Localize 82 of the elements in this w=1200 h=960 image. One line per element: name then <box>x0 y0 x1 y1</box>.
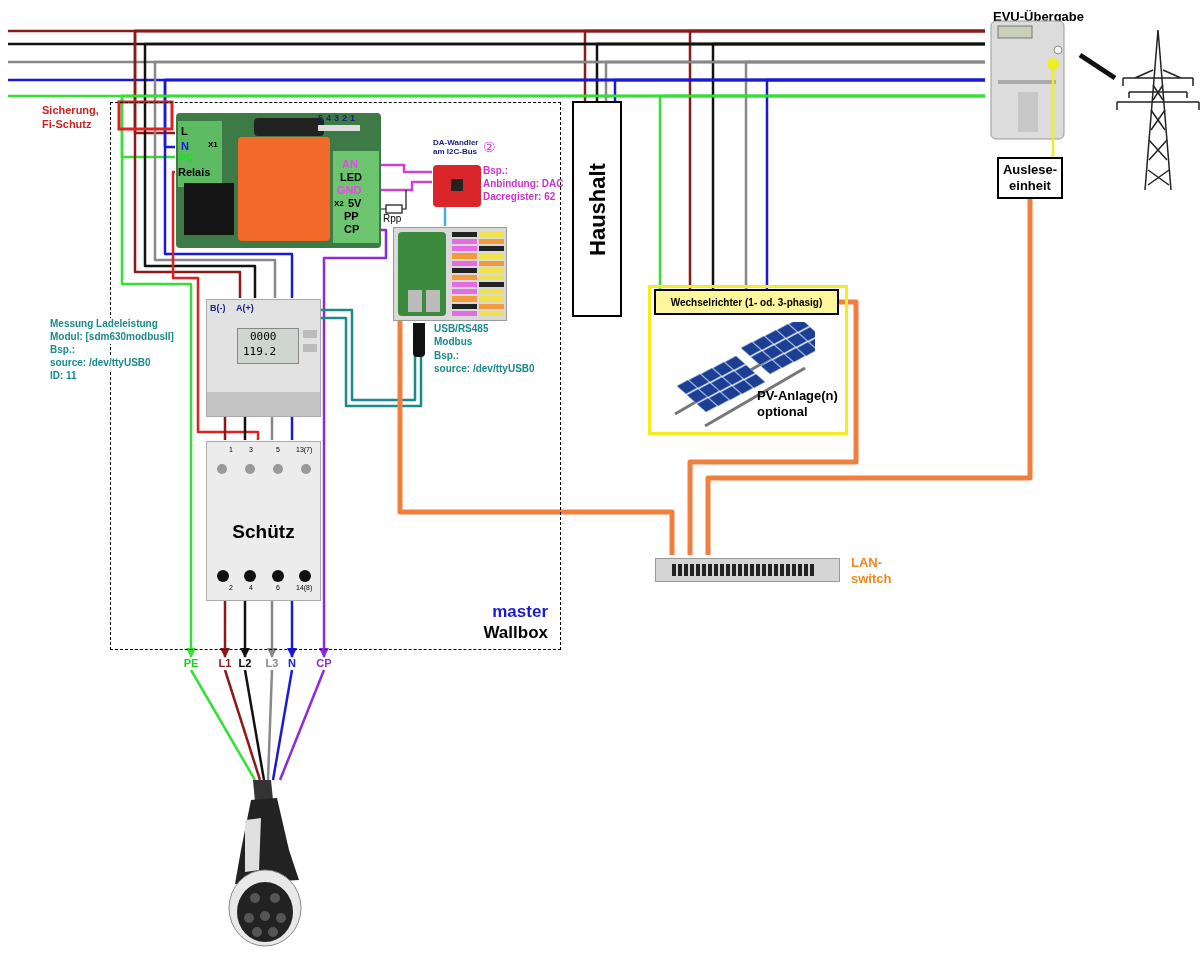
wire <box>380 163 432 174</box>
note-text: Anbindung: DAC <box>483 178 564 191</box>
cable <box>397 320 675 555</box>
wire <box>240 600 250 658</box>
terminal-label: L3 <box>263 657 281 670</box>
terminal-label: CP <box>314 657 334 670</box>
terminal-label: L1 <box>216 657 234 670</box>
connector-label: X2 <box>334 199 344 209</box>
converter-label: DA-Wandler am I2C-Bus <box>433 139 480 157</box>
terminal-label: L2 <box>236 657 254 670</box>
controller-board-drawing <box>176 113 381 248</box>
device-label: Schütz <box>232 520 295 544</box>
terminal-label: GND <box>337 184 362 198</box>
device-label: LAN- switch <box>851 555 893 588</box>
pin-number: 4 <box>326 113 331 125</box>
wire <box>120 94 985 658</box>
terminal-label: CP <box>344 223 360 237</box>
single-board-computer-drawing <box>393 227 507 321</box>
pin-number: 5 <box>318 113 323 125</box>
wire <box>287 600 297 658</box>
wire <box>171 170 260 440</box>
inverter-box: Wechselrichter (1- od. 3-phasig) <box>654 289 839 315</box>
pin-number: 1 <box>350 113 355 125</box>
display-reading: 0000 <box>250 330 277 344</box>
contactor-drawing <box>206 441 321 601</box>
note-text: Bsp.: <box>434 350 459 363</box>
wire <box>189 669 257 781</box>
wire <box>223 416 227 440</box>
display-reading: 119.2 <box>243 345 277 359</box>
wire <box>278 669 326 781</box>
reader-box: Auslese- einheit <box>997 157 1063 199</box>
wire <box>290 416 294 440</box>
household-box <box>572 101 622 317</box>
connector-label: X1 <box>208 140 218 150</box>
cable <box>705 199 1033 555</box>
terminal-label: L <box>181 125 188 139</box>
note-text: Messung Ladeleistung <box>48 318 160 331</box>
note-text: Dacregister: 62 <box>483 191 556 204</box>
wire <box>266 669 274 781</box>
enclosure-label: Wallbox <box>483 621 548 643</box>
terminal-label: B(-) <box>210 303 226 315</box>
note-text: source: /dev/ttyUSB0 <box>434 363 535 376</box>
terminal-label: AN <box>342 158 358 172</box>
terminal-label: PP <box>344 210 359 224</box>
terminal-label: PE <box>181 657 201 670</box>
wire <box>243 416 247 440</box>
wire <box>223 669 262 781</box>
callout-number: ② <box>483 139 496 157</box>
note-text: source: /dev/ttyUSB0 <box>48 357 153 370</box>
pv-group-frame <box>648 285 848 435</box>
terminal-label: A(+) <box>236 303 254 315</box>
meter-heading: EVU-Übergabe <box>993 9 1085 24</box>
wire <box>319 228 388 658</box>
wire <box>380 180 432 192</box>
wire <box>220 600 230 658</box>
cable <box>687 299 859 555</box>
terminal-label: N <box>286 657 298 670</box>
pin-number: 3 <box>334 113 339 125</box>
note-text: Modul: [sdm630modbusII] <box>48 331 176 344</box>
terminal-label: PE <box>179 152 194 166</box>
terminal-label: LED <box>340 171 362 185</box>
enclosure-label: master <box>492 600 548 622</box>
wire <box>270 416 274 440</box>
note-text: Bsp.: <box>48 344 77 357</box>
terminal-label: Relais <box>178 166 211 180</box>
power-pylon-drawing <box>1115 30 1200 190</box>
resistor-label: Rpp <box>383 213 402 226</box>
pin-number: 2 <box>342 113 347 125</box>
terminal-label: 5V <box>348 197 362 211</box>
wire <box>443 206 447 226</box>
wire <box>320 316 423 408</box>
wire <box>271 669 294 781</box>
wire <box>320 308 417 402</box>
wire <box>243 669 266 781</box>
box-label: Haushalt <box>584 162 610 256</box>
fuse-label: Sicherung, Fi-Schutz <box>42 104 100 132</box>
terminal-label: N <box>181 140 189 154</box>
group-label: PV-Anlage(n) optional <box>757 388 839 421</box>
energy-meter-drawing <box>206 299 321 417</box>
wire <box>267 600 277 658</box>
cable <box>1078 52 1117 81</box>
adapter-label: USB/RS485 Modbus <box>434 323 490 348</box>
